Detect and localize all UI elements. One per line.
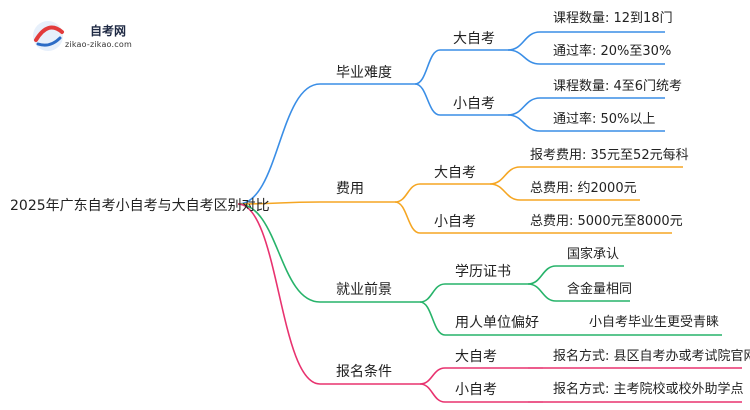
leaf-label: 小自考毕业生更受青睐: [589, 315, 720, 330]
sub-connector: [419, 383, 446, 403]
branch-label: 报名条件: [336, 364, 392, 380]
logo-title: 自考网: [90, 24, 127, 38]
leaf-label: 课程数量: 12到18门: [553, 11, 673, 26]
sub-connector: [394, 201, 421, 234]
sub-connector: [419, 283, 446, 303]
leaf-connector: [507, 114, 541, 132]
sub-branch-label: 小自考: [453, 96, 495, 112]
root-node: 2025年广东自考小自考与大自考区别对比: [10, 198, 270, 214]
leaf-label: 报名方式: 县区自考办或考试院官网: [553, 349, 750, 364]
leaf-label: 含金量相同: [567, 282, 633, 297]
branch-connector: [237, 203, 321, 385]
sub-branch-label: 学历证书: [455, 264, 511, 280]
branch-label: 费用: [336, 181, 364, 197]
sub-connector: [419, 367, 446, 385]
leaf-label: 报名方式: 主考院校或校外助学点: [553, 382, 744, 397]
logo-icon: [33, 21, 64, 51]
leaf-label: 通过率: 20%至30%: [553, 44, 672, 59]
leaf-connector: [489, 183, 521, 201]
sub-branch-label: 大自考: [455, 349, 497, 365]
leaf-connector: [527, 283, 557, 302]
branch-connector: [237, 203, 321, 303]
leaf-label: 国家承认: [567, 247, 620, 262]
sub-connector: [419, 301, 446, 336]
sub-connector: [414, 83, 441, 116]
sub-connector: [394, 183, 421, 203]
logo-url: zikao-zikao.com: [65, 40, 132, 49]
sub-branch-label: 小自考: [434, 214, 476, 230]
leaf-label: 总费用: 约2000元: [530, 181, 637, 196]
branch-label: 毕业难度: [336, 65, 392, 81]
leaf-label: 通过率: 50%以上: [553, 112, 656, 127]
sub-connector: [414, 49, 441, 85]
sub-branch-label: 用人单位偏好: [455, 315, 539, 331]
leaf-label: 报考费用: 35元至52元每科: [530, 148, 689, 163]
leaf-connector: [507, 97, 541, 116]
sub-branch-label: 大自考: [453, 31, 495, 47]
leaf-connector: [527, 265, 557, 285]
branch-connector: [237, 83, 321, 205]
leaf-connector: [489, 166, 521, 185]
sub-branch-label: 小自考: [455, 382, 497, 398]
branch-label: 就业前景: [336, 282, 392, 298]
sub-branch-label: 大自考: [434, 165, 476, 181]
leaf-connector: [507, 49, 541, 65]
leaf-label: 课程数量: 4至6门统考: [553, 79, 683, 94]
leaf-connector: [507, 31, 541, 51]
branch-connector: [237, 201, 321, 205]
leaf-label: 总费用: 5000元至8000元: [530, 214, 683, 229]
